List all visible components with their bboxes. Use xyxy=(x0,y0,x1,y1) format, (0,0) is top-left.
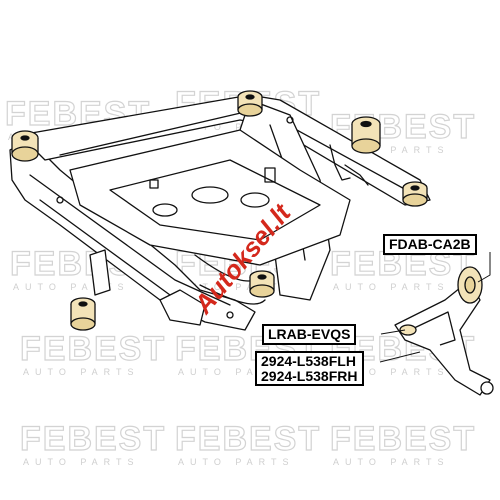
watermark-subtitle: AUTO PARTS xyxy=(178,122,295,132)
watermark-subtitle: AUTO PARTS xyxy=(333,282,450,292)
loose-bushings xyxy=(70,116,381,331)
watermark-subtitle: AUTO PARTS xyxy=(13,282,130,292)
watermark-brand: FEBEST xyxy=(20,330,166,368)
watermark-tile: FEBEST AUTO PARTS xyxy=(19,419,166,467)
watermark-brand: FEBEST xyxy=(20,420,166,458)
bushing-rear-top xyxy=(237,90,263,117)
watermark-brand: FEBEST xyxy=(175,420,321,458)
callout-fdab: FDAB-CA2B xyxy=(383,234,477,255)
control-arm xyxy=(394,266,494,396)
callout-arm-left-label: 2924-L538FLH xyxy=(261,353,356,369)
leader-lines xyxy=(379,252,491,363)
ball-joint xyxy=(480,381,494,395)
watermark-brand: FEBEST xyxy=(330,420,476,458)
watermark-subtitle: AUTO PARTS xyxy=(333,367,450,377)
watermark-subtitle: AUTO PARTS xyxy=(23,367,140,377)
loose-bushing-upper xyxy=(351,116,381,154)
watermark-subtitle: AUTO PARTS xyxy=(178,282,295,292)
loose-bushing-lower xyxy=(70,297,96,331)
bushing-front-left xyxy=(11,130,39,162)
subframe-center-section xyxy=(69,129,351,266)
bushing-front-center xyxy=(249,270,275,298)
watermark-tile: FEBEST AUTO PARTS xyxy=(19,329,166,377)
watermark-tile: FEBEST AUTO PARTS xyxy=(174,419,321,467)
watermark-tile: FEBEST AUTO PARTS xyxy=(329,419,476,467)
frame-bushings xyxy=(11,90,428,298)
watermark-subtitle: AUTO PARTS xyxy=(333,457,450,467)
callout-lrab-label: LRAB-EVQS xyxy=(268,326,351,342)
watermark-subtitle: AUTO PARTS xyxy=(23,457,140,467)
watermark-subtitle: AUTO PARTS xyxy=(178,457,295,467)
watermark-subtitle: AUTO PARTS xyxy=(178,367,295,377)
callout-control-arm: 2924-L538FLH 2924-L538FRH xyxy=(255,351,364,387)
bushing-rear-right xyxy=(402,181,428,207)
callout-arm-right-label: 2924-L538FRH xyxy=(261,367,358,384)
control-arm-front-bushing xyxy=(399,324,417,336)
callout-fdab-label: FDAB-CA2B xyxy=(389,236,471,252)
callout-lrab: LRAB-EVQS xyxy=(262,324,357,345)
watermark-subtitle: AUTO PARTS xyxy=(333,145,450,155)
